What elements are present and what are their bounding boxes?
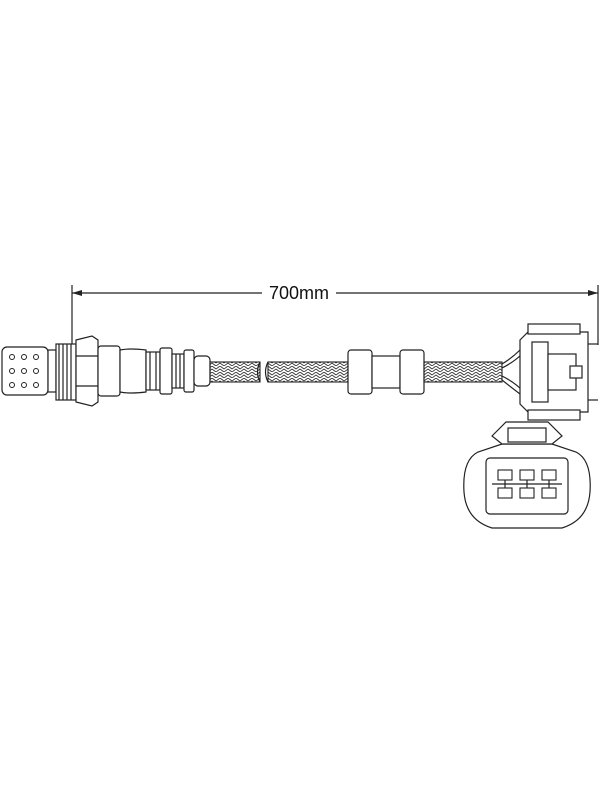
cable-grommet	[347, 349, 425, 395]
sensor-body	[97, 345, 211, 397]
braided-cable-segment	[423, 361, 503, 383]
dimension-label: 700mm	[262, 281, 336, 305]
braided-cable-segment	[209, 361, 261, 383]
hex-nut	[75, 335, 99, 407]
connector-side-view	[519, 323, 598, 421]
braided-cable-segment	[264, 361, 349, 383]
connector-front-view	[463, 421, 591, 529]
connector-wires	[501, 349, 523, 395]
thread-section	[55, 343, 77, 401]
sensor-tip	[1, 346, 57, 396]
